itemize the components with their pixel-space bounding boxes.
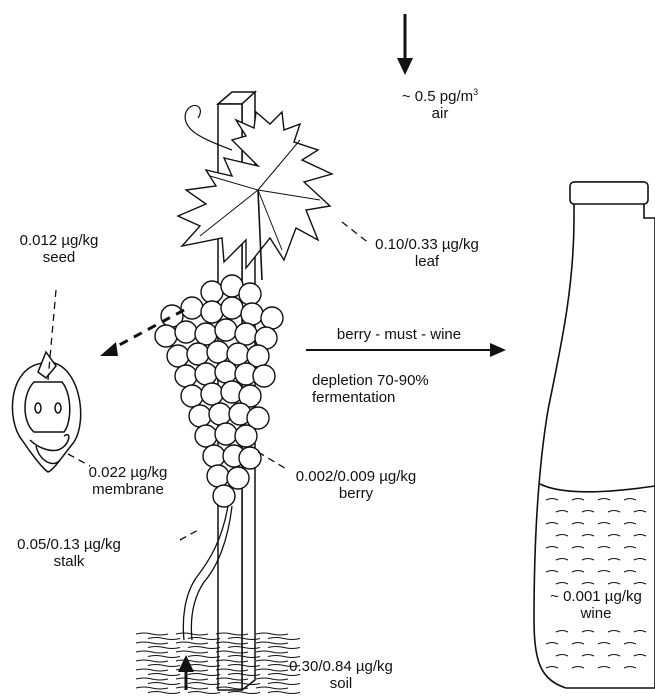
soil-stroke (136, 687, 168, 689)
soil-stroke (176, 651, 208, 653)
grape-berry (189, 405, 211, 427)
membrane-label: 0.022 µg/kg membrane (68, 464, 188, 498)
grape-berry (175, 365, 197, 387)
soil-stroke (188, 674, 220, 676)
grape-berry (181, 385, 203, 407)
soil-stroke (136, 660, 168, 662)
grape-berry (201, 281, 223, 303)
grape-berry (207, 465, 229, 487)
soil-stroke (188, 683, 220, 685)
seed-label: 0.012 µg/kg seed (4, 232, 114, 266)
soil-stroke (268, 638, 300, 640)
grape-berry (235, 425, 257, 447)
soil-stroke (136, 651, 168, 653)
grape-berry (195, 363, 217, 385)
depletion-label: depletion 70-90% fermentation (312, 372, 492, 406)
grape-berry (175, 321, 197, 343)
soil-stroke (136, 633, 168, 635)
soil-stroke (188, 656, 220, 658)
soil-label: 0.30/0.84 µg/kg soil (266, 658, 416, 692)
stalk-label: 0.05/0.13 µg/kg stalk (4, 536, 134, 570)
grape-berry (239, 283, 261, 305)
soil-stroke (176, 642, 208, 644)
grape-berry (167, 345, 189, 367)
soil-stroke (176, 660, 208, 662)
grape-berry (195, 425, 217, 447)
soil-stroke (148, 638, 180, 640)
soil-stroke (148, 665, 180, 667)
grape-berry (227, 467, 249, 489)
grape-berry (241, 303, 263, 325)
process-arrow-label: berry - must - wine (304, 326, 494, 343)
grape-berry (239, 447, 261, 469)
grape-berry (261, 307, 283, 329)
air-label: ~ 0.5 pg/m3 air (380, 88, 500, 122)
soil-stroke (188, 665, 220, 667)
seed-cross-section (12, 352, 80, 472)
grape-berry (209, 403, 231, 425)
berry-label: 0.002/0.009 µg/kg berry (276, 468, 436, 502)
grape-berry (207, 341, 229, 363)
soil-stroke (176, 678, 208, 680)
soil-stroke (228, 692, 260, 694)
grape-berry (215, 361, 237, 383)
leaf-label: 0.10/0.33 µg/kg leaf (362, 236, 492, 270)
grape-berry (203, 445, 225, 467)
soil-stroke (148, 692, 180, 694)
grape-berry (155, 325, 177, 347)
air-deposition-arrow (397, 14, 413, 75)
soil-stroke (188, 647, 220, 649)
soil-stroke (148, 647, 180, 649)
soil-stroke (256, 633, 288, 635)
soil-stroke (176, 687, 208, 689)
process-arrow (306, 343, 506, 357)
grape-berry (215, 319, 237, 341)
soil-stroke (148, 656, 180, 658)
grape-berry (201, 383, 223, 405)
soil-stroke (256, 651, 288, 653)
soil-stroke (188, 638, 220, 640)
soil-stroke (148, 683, 180, 685)
grape-berry (221, 297, 243, 319)
seed-pointer-arrowhead (100, 342, 118, 356)
soil-stroke (136, 678, 168, 680)
soil-stroke (188, 692, 220, 694)
soil-stroke (148, 674, 180, 676)
soil-stroke (136, 642, 168, 644)
grape-berry (213, 485, 235, 507)
grape-berry (253, 365, 275, 387)
grape-berry (215, 423, 237, 445)
grape-berry (201, 301, 223, 323)
grape-berry (235, 323, 257, 345)
grape-berry (187, 343, 209, 365)
grape-berry (181, 297, 203, 319)
soil-stroke (136, 669, 168, 671)
wine-label: ~ 0.001 µg/kg wine (538, 588, 654, 622)
soil-stroke (268, 647, 300, 649)
soil-stroke (256, 642, 288, 644)
